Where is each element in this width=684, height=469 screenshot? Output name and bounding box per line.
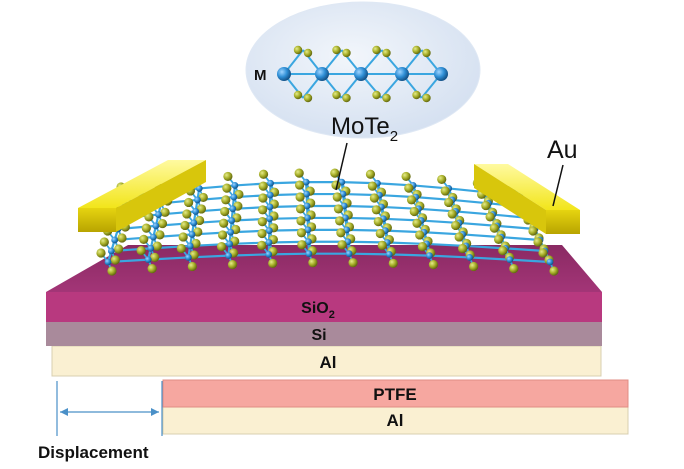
chain-atoms bbox=[277, 45, 448, 103]
label-sio2: SiO2 bbox=[301, 300, 335, 321]
label-al-lower: Al bbox=[387, 411, 404, 430]
au-electrode-right bbox=[474, 164, 580, 234]
si-layer: Si bbox=[46, 322, 602, 346]
au-electrode-left bbox=[78, 160, 206, 232]
arrowhead-left-icon bbox=[60, 408, 68, 416]
mote2-leader-line bbox=[335, 142, 348, 191]
ptfe-layer: PTFE bbox=[162, 379, 629, 408]
al-plate-lower: Al bbox=[162, 406, 629, 435]
label-au: Au bbox=[547, 136, 578, 164]
zoom-bubble: M bbox=[245, 1, 481, 139]
arrowhead-right-icon bbox=[151, 408, 159, 416]
label-al-upper: Al bbox=[320, 353, 337, 372]
al-plate-upper: Al bbox=[51, 345, 602, 377]
label-ptfe: PTFE bbox=[373, 385, 416, 404]
label-metal-atom: M bbox=[254, 67, 267, 84]
label-mote2: MoTe2 bbox=[331, 113, 398, 145]
label-displacement: Displacement bbox=[38, 443, 149, 462]
label-si: Si bbox=[311, 327, 326, 344]
atomic-chain-zoom bbox=[277, 45, 448, 103]
displacement-indicator: Displacement bbox=[38, 381, 163, 462]
sio2-layer: SiO2 bbox=[46, 245, 602, 322]
au-leader-line bbox=[552, 164, 564, 207]
